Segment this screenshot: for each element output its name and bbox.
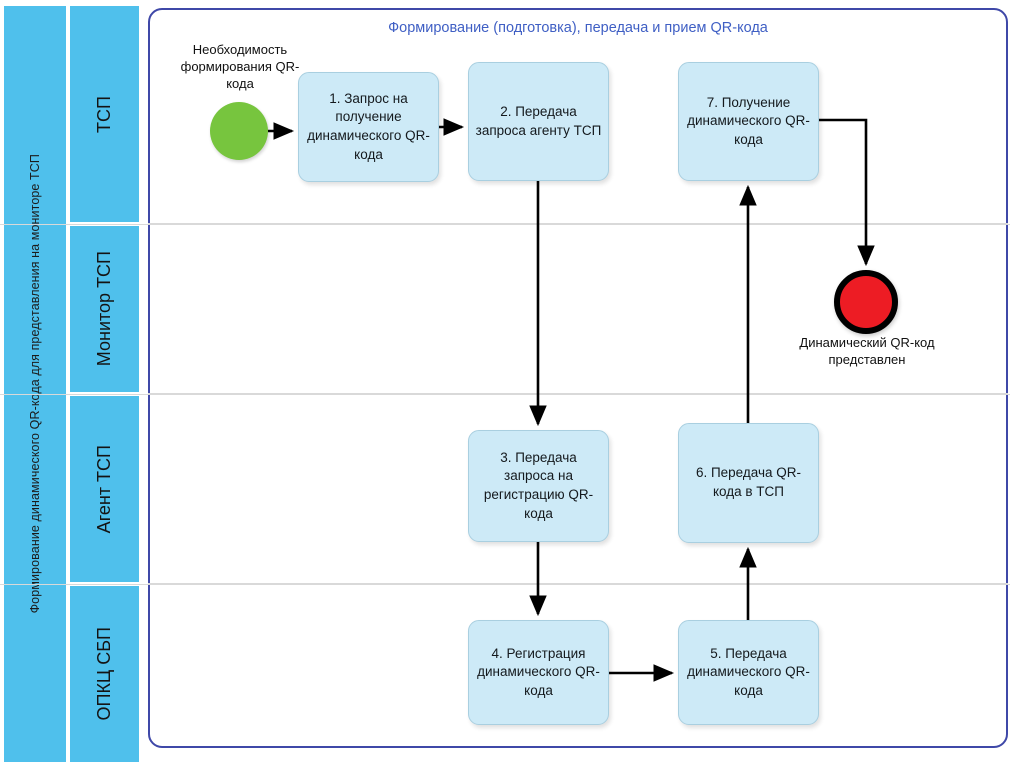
task-5-send-dynamic-qr[interactable]: 5. Передача динамического QR-кода (678, 620, 819, 725)
lane-header-agent-tsp: Агент ТСП (70, 396, 139, 582)
task-3-forward-registration-request[interactable]: 3. Передача запроса на регистрацию QR-ко… (468, 430, 609, 542)
lane-label-monitor-tsp: Монитор ТСП (94, 251, 114, 367)
lane-divider-1-extension (0, 224, 1010, 225)
lane-divider-2-extension (0, 394, 1010, 395)
pool-title-bar: Формирование динамического QR-кода для п… (4, 6, 66, 762)
task-7-receive-dynamic-qr[interactable]: 7. Получение динамического QR-кода (678, 62, 819, 181)
task-2-send-request-to-agent[interactable]: 2. Передача запроса агенту ТСП (468, 62, 609, 181)
task-1-request-dynamic-qr[interactable]: 1. Запрос на получение динамического QR-… (298, 72, 439, 182)
lane-header-opkc-sbp: ОПКЦ СБП (70, 586, 139, 762)
pool-caption: Формирование (подготовка), передача и пр… (388, 20, 768, 36)
lane-label-tsp: ТСП (94, 95, 114, 133)
start-event-circle[interactable] (210, 102, 268, 160)
start-event-label: Необходимость формирования QR-кода (180, 42, 300, 91)
task-6-send-qr-to-tsp[interactable]: 6. Передача QR-кода в ТСП (678, 423, 819, 543)
end-event-circle[interactable] (834, 270, 898, 334)
lane-divider-3-extension (0, 584, 1010, 585)
lane-header-tsp: ТСП (70, 6, 139, 222)
task-4-register-dynamic-qr[interactable]: 4. Регистрация динамического QR-кода (468, 620, 609, 725)
lane-label-agent-tsp: Агент ТСП (94, 444, 114, 534)
lane-label-opkc-sbp: ОПКЦ СБП (94, 627, 114, 721)
lane-header-monitor-tsp: Монитор ТСП (70, 226, 139, 392)
end-event-label: Динамический QR-код представлен (799, 335, 935, 367)
